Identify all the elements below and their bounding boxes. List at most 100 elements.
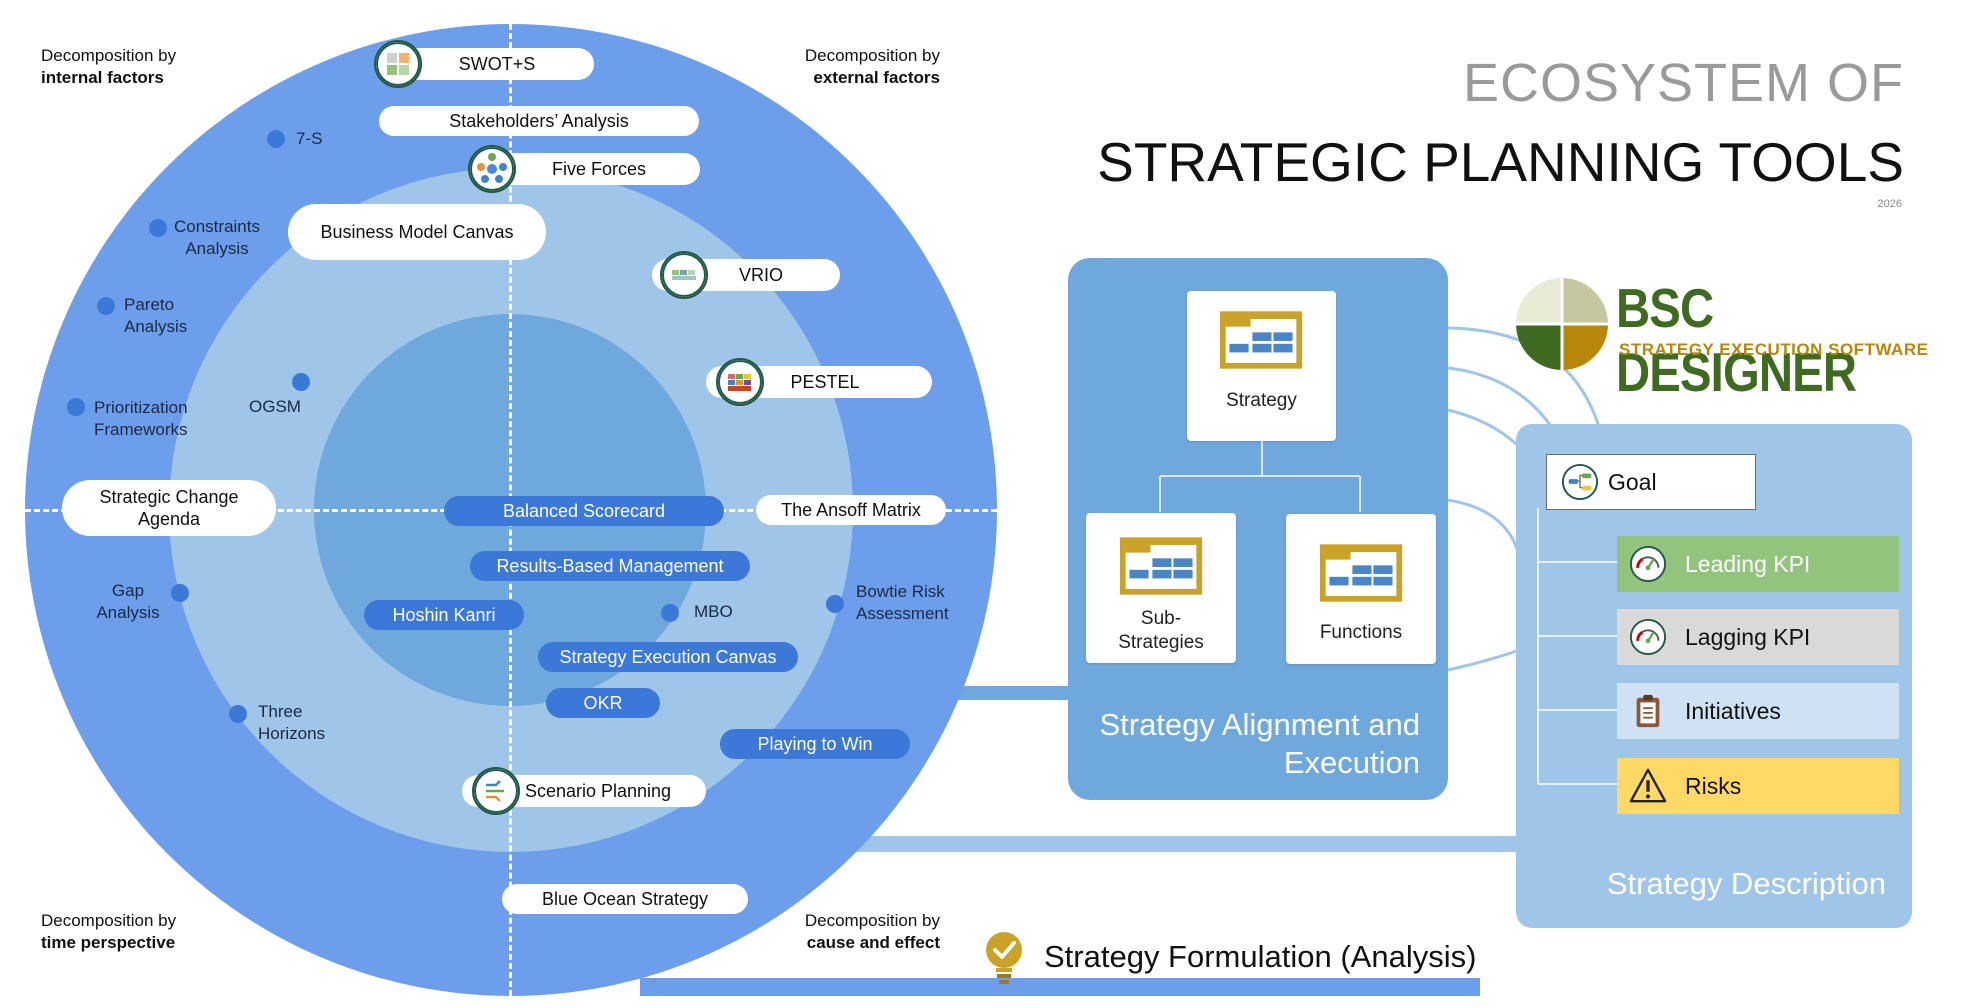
pill-label: Blue Ocean Strategy [541,888,709,909]
label-line1: Constraints [174,217,260,236]
pestel-icon [716,358,764,406]
corner-line1: Decomposition by [804,46,940,65]
label-line2: Analysis [96,603,160,622]
card-label: Functions [1319,622,1403,643]
pill-label: Scenario Planning [524,780,672,801]
corner-bottom-left: Decomposition by time perspective [41,910,176,954]
corner-bottom-right: Decomposition by cause and effect [760,910,940,954]
pill-label-line1: Strategic Change [99,487,239,507]
bsc-logo-icon [1516,278,1608,370]
label-line2: Frameworks [94,420,188,439]
card-label: Strategy [1226,390,1297,411]
pill-five-forces[interactable]: Five Forces [468,145,700,193]
pill-label: Results-Based Management [496,555,724,576]
row-initiatives[interactable]: Initiatives [1617,683,1899,739]
dot-7s [267,130,285,148]
pill-label: Stakeholders’ Analysis [449,110,629,131]
pill-hoshin[interactable]: Hoshin Kanri [364,600,524,630]
corner-top-right: Decomposition by external factors [760,45,940,89]
pill-vrio[interactable]: VRIO [652,251,840,299]
corner-top-left: Decomposition by internal factors [41,45,176,89]
label-bowtie: Bowtie Risk Assessment [856,581,949,625]
logo-tagline: STRATEGY EXECUTION SOFTWARE [1619,340,1929,359]
pill-bmc[interactable]: Business Model Canvas [288,204,546,260]
strategy-doc-icon [1319,544,1403,602]
row-label: Lagging KPI [1685,623,1811,650]
card-label-line2: Strategies [1118,632,1204,653]
row-label: Leading KPI [1685,550,1811,577]
corner-line2: internal factors [41,68,164,87]
corner-line2: time perspective [41,933,176,952]
label-line1: Three [258,702,303,721]
pill-ansoff[interactable]: The Ansoff Matrix [756,495,946,525]
pill-label: OKR [583,692,623,713]
label-mbo: MBO [694,602,733,621]
alignment-tree-lines [1159,440,1361,512]
label-line2: Analysis [124,317,188,336]
row-label: Risks [1685,772,1742,799]
corner-line2: cause and effect [806,933,940,952]
corner-line1: Decomposition by [41,46,177,65]
title-line1: ECOSYSTEM OF [1462,53,1904,113]
label-line2: Horizons [258,724,326,743]
pill-sec[interactable]: Strategy Execution Canvas [538,642,798,672]
pill-scenario[interactable]: Scenario Planning [462,767,706,815]
row-risks[interactable]: Risks [1617,758,1899,814]
card-label: Sub- Strategies [1086,607,1236,655]
pill-okr[interactable]: OKR [546,688,660,718]
row-lagging-kpi[interactable]: Lagging KPI [1617,609,1899,665]
pill-rbm[interactable]: Results-Based Management [470,551,750,581]
label-line1: Gap [111,581,145,600]
title-line2: STRATEGIC PLANNING TOOLS [1097,131,1904,193]
caption-line1: Strategy Alignment and [1099,707,1420,742]
dot-prioritization [67,398,85,416]
pill-bsc[interactable]: Balanced Scorecard [444,496,724,526]
strategy-doc-icon [1119,537,1203,595]
pill-label: Strategy Execution Canvas [559,646,777,667]
card-strategy[interactable]: Strategy [1187,291,1336,441]
pill-label: Balanced Scorecard [502,500,666,521]
pill-blue-ocean[interactable]: Blue Ocean Strategy [502,884,748,914]
swot-icon [374,40,422,88]
scenario-icon [472,767,520,815]
vrio-icon [660,251,708,299]
dot-bowtie [826,595,844,613]
description-caption: Strategy Description [1606,866,1886,901]
dot-gap [171,584,189,602]
strategy-doc-icon [1219,311,1303,369]
pill-label-line2: Agenda [137,509,201,529]
pill-label: Playing to Win [757,733,873,754]
card-functions[interactable]: Functions [1286,514,1436,664]
label-constraints: Constraints Analysis [174,216,260,260]
row-leading-kpi[interactable]: Leading KPI [1617,536,1899,592]
formulation-label: Strategy Formulation (Analysis) [1044,939,1477,974]
gauge-icon [1629,545,1667,583]
dot-pareto [97,297,115,315]
card-label-line1: Sub- [1140,608,1182,629]
pill-label: Hoshin Kanri [392,604,496,625]
alignment-caption: Strategy Alignment and Execution [1080,706,1420,782]
pill-swot[interactable]: SWOT+S [374,40,594,88]
pill-pestel[interactable]: PESTEL [706,358,932,406]
pill-strategic-change[interactable]: Strategic Change Agenda [62,480,276,536]
label-pareto: Pareto Analysis [124,294,187,338]
pill-label: PESTEL [790,371,860,392]
label-line2: Assessment [856,604,949,623]
label-ogsm: OGSM [249,397,301,416]
pill-label: Business Model Canvas [320,221,514,242]
warning-icon [1629,768,1667,803]
dot-mbo [661,604,679,622]
logo-brand: BSC DESIGNER [1616,277,1857,403]
dot-constraints [149,219,167,237]
formulation-bar [640,978,1480,996]
card-sub-strategies[interactable]: Sub- Strategies [1086,513,1236,663]
corner-line2: external factors [813,68,940,87]
goal-box[interactable]: Goal [1546,454,1756,510]
pill-stakeholders[interactable]: Stakeholders’ Analysis [379,106,699,136]
label-line1: Prioritization [94,398,188,417]
pill-label: VRIO [738,264,783,285]
label-7s: 7-S [296,129,323,148]
pill-ptw[interactable]: Playing to Win [720,729,910,759]
corner-line1: Decomposition by [41,911,177,930]
goal-label: Goal [1608,469,1657,495]
